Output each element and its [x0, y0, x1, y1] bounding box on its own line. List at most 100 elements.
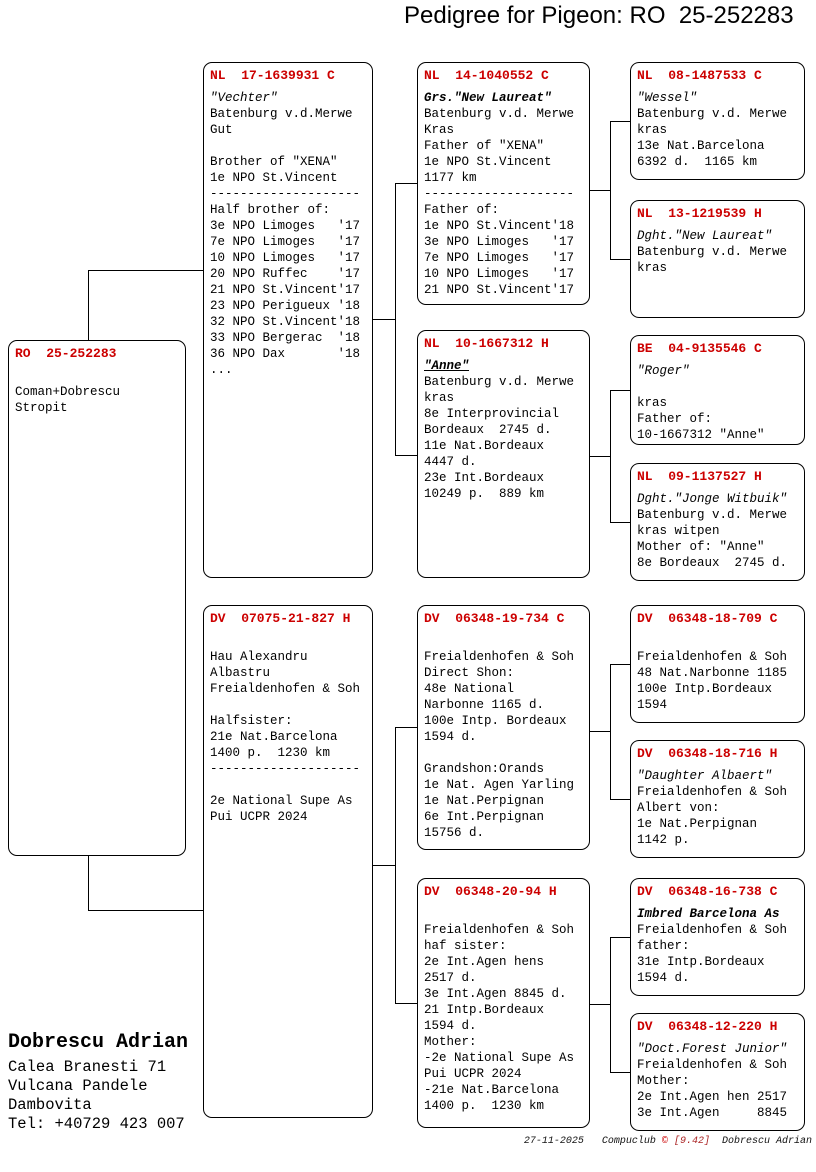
- pedigree-line: 23e Int.Bordeaux: [424, 471, 545, 485]
- pedigree-line: Dght."New Laureat": [637, 229, 773, 243]
- pedigree-line: 2517 d.: [424, 971, 477, 985]
- pedigree-line: kras: [637, 123, 668, 137]
- connector-line: [88, 270, 204, 271]
- ring-number: DV 06348-19-734 C: [424, 611, 565, 626]
- pedigree-line: Stropit: [15, 401, 68, 415]
- pedigree-line: Father of:: [424, 203, 500, 217]
- ring-number: NL 10-1667312 H: [424, 336, 549, 351]
- pedigree-line: Batenburg v.d.Merwe: [210, 107, 353, 121]
- pedigree-line: 21 Intp.Bordeaux: [424, 1003, 545, 1017]
- pedigree-line: [210, 697, 369, 713]
- pedigree-line: 1142 p.: [637, 833, 690, 847]
- pedigree-line: Mother:: [637, 1074, 690, 1088]
- ring-number: BE 04-9135546 C: [637, 341, 762, 356]
- owner-name: Dobrescu Adrian: [8, 1031, 189, 1054]
- pedigree-line: 6392 d. 1165 km: [637, 155, 758, 169]
- pedigree-line: 1177 km: [424, 171, 477, 185]
- owner-address-line: Vulcana Pandele: [8, 1077, 148, 1095]
- pedigree-line: 3e Int.Agen 8845: [637, 1106, 788, 1120]
- pedigree-line: Narbonne 1165 d.: [424, 698, 545, 712]
- owner-phone: Tel: +40729 423 007: [8, 1115, 185, 1133]
- pedigree-line: [637, 379, 801, 395]
- connector-line: [590, 1004, 610, 1005]
- pedigree-line: 1e NPO St.Vincent: [424, 155, 552, 169]
- pedigree-line: Father of:: [637, 412, 713, 426]
- ring-number: DV 06348-18-709 C: [637, 611, 778, 626]
- pedigree-box-sire-dam: NL 10-1667312 H"Anne"Batenburg v.d. Merw…: [417, 330, 590, 578]
- pedigree-line: Half brother of:: [210, 203, 331, 217]
- ring-number: RO 25-252283: [15, 346, 117, 361]
- pedigree-line: kras witpen: [637, 524, 720, 538]
- pedigree-line: [210, 138, 369, 154]
- pedigree-line: Mother of: "Anne": [637, 540, 765, 554]
- connector-line: [610, 937, 611, 1072]
- pedigree-box-sire: NL 17-1639931 C "Vechter" Batenburg v.d.Me…: [203, 62, 373, 578]
- pedigree-line: 2e National Supe As: [210, 794, 353, 808]
- footer-app: Compuclub: [601, 1136, 656, 1147]
- pedigree-line: Freialdenhofen & Soh: [637, 650, 788, 664]
- connector-line: [610, 664, 611, 799]
- connector-line: [395, 183, 396, 455]
- pedigree-line: Batenburg v.d. Merwe: [424, 107, 575, 121]
- pedigree-line: [424, 745, 586, 761]
- pedigree-line: 2e Int.Agen hens: [424, 955, 545, 969]
- connector-line: [395, 183, 417, 184]
- pedigree-line: 100e Intp.Bordeaux: [637, 682, 773, 696]
- pedigree-line: 10 NPO Limoges '17: [210, 251, 361, 265]
- pedigree-line: Kras: [424, 123, 455, 137]
- pedigree-line: 20 NPO Ruffec '17: [210, 267, 361, 281]
- ring-number: DV 06348-18-716 H: [637, 746, 778, 761]
- ring-number: DV 06348-16-738 C: [637, 884, 778, 899]
- pedigree-line: 33 NPO Bergerac '18: [210, 331, 361, 345]
- connector-line: [395, 727, 396, 1003]
- pedigree-line: 21 NPO St.Vincent'17: [210, 283, 361, 297]
- pedigree-line: 4447 d.: [424, 455, 477, 469]
- pedigree-line: 1594 d.: [424, 730, 477, 744]
- connector-line: [610, 937, 630, 938]
- ring-number: DV 07075-21-827 H: [210, 611, 351, 626]
- pedigree-line: 10-1667312 "Anne": [637, 428, 765, 442]
- pedigree-line: 3e NPO Limoges '17: [210, 219, 361, 233]
- ring-number: DV 06348-12-220 H: [637, 1019, 778, 1034]
- pedigree-line: Batenburg v.d. Merwe: [637, 245, 788, 259]
- pedigree-line: "Daughter Albaert": [637, 769, 773, 783]
- pedigree-line: --------------------: [210, 762, 361, 776]
- pedigree-line: [424, 906, 586, 922]
- pedigree-box-dam-dam-dam: DV 06348-12-220 H"Doct.Forest Junior"Fre…: [630, 1013, 805, 1131]
- connector-line: [88, 270, 89, 340]
- pedigree-line: Freialdenhofen & Soh: [637, 1058, 788, 1072]
- footer: 27-11-2025 Compuclub © [9.42] Dobrescu A…: [524, 1136, 812, 1147]
- pedigree-line: 1e NPO St.Vincent: [210, 171, 338, 185]
- connector-line: [395, 455, 417, 456]
- pedigree-line: [210, 777, 369, 793]
- pedigree-line: Pui UCPR 2024: [424, 1067, 522, 1081]
- ring-number: NL 08-1487533 C: [637, 68, 762, 83]
- pedigree-line: ...: [210, 363, 233, 377]
- pedigree-line: 10249 p. 889 km: [424, 487, 545, 501]
- pedigree-line: "Anne": [424, 359, 470, 373]
- pedigree-line: kras: [637, 396, 668, 410]
- pedigree-line: 32 NPO St.Vincent'18: [210, 315, 361, 329]
- pedigree-line: 1e Nat. Agen Yarling: [424, 778, 575, 792]
- pedigree-line: [210, 633, 369, 649]
- pedigree-line: 1e NPO St.Vincent'18: [424, 219, 575, 233]
- ring-number: NL 17-1639931 C: [210, 68, 335, 83]
- pedigree-line: Freialdenhofen & Soh: [424, 923, 575, 937]
- pedigree-line: 21e Nat.Barcelona: [210, 730, 338, 744]
- pedigree-line: 6e Int.Perpignan: [424, 810, 545, 824]
- connector-line: [610, 390, 611, 522]
- ring-number: NL 09-1137527 H: [637, 469, 762, 484]
- pedigree-line: Father of "XENA": [424, 139, 545, 153]
- pedigree-line: Freialdenhofen & Soh: [637, 785, 788, 799]
- pedigree-line: "Vechter": [210, 91, 278, 105]
- connector-line: [610, 664, 630, 665]
- pedigree-line: 1594 d.: [424, 1019, 477, 1033]
- pedigree-line: haf sister:: [424, 939, 507, 953]
- pedigree-line: 11e Nat.Bordeaux: [424, 439, 545, 453]
- pedigree-line: 7e NPO Limoges '17: [424, 251, 575, 265]
- connector-line: [610, 522, 630, 523]
